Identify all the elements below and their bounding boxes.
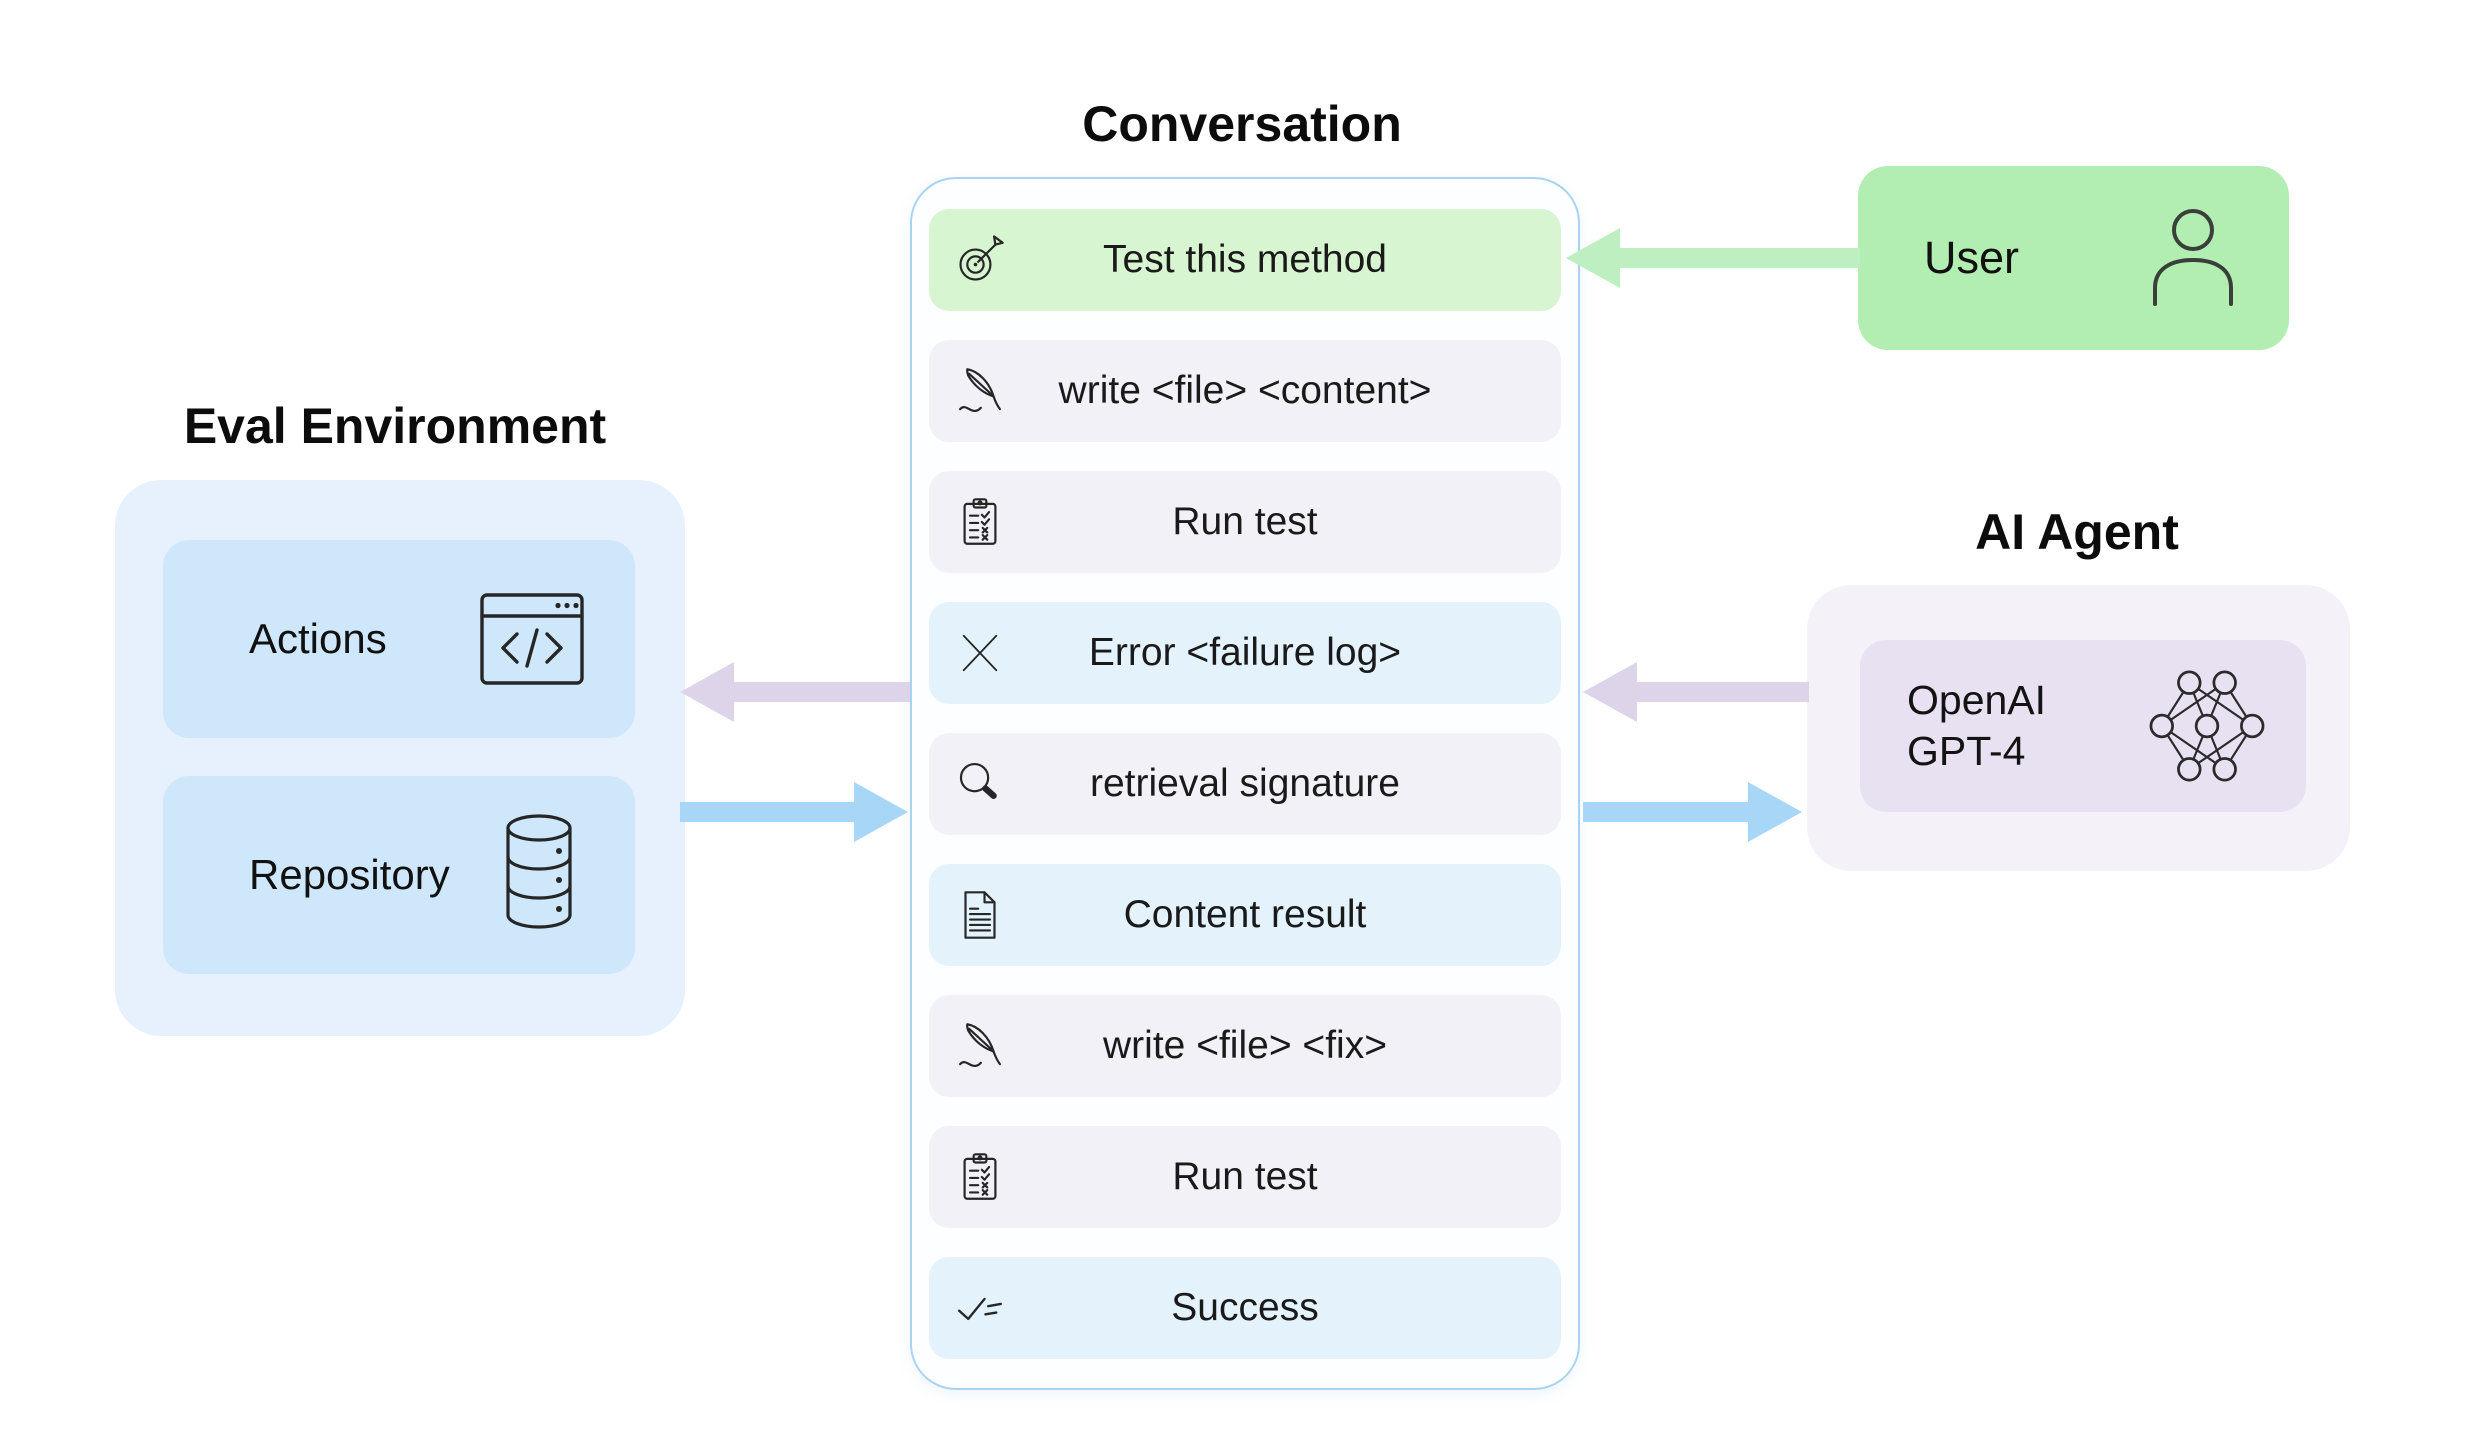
feather-icon xyxy=(958,368,1002,413)
conversation-row: retrieval signature xyxy=(929,733,1561,835)
conversation-message: write <file> <fix> xyxy=(1103,1024,1387,1067)
conversation-message: Run test xyxy=(1172,1155,1318,1198)
conversation-row: Success xyxy=(929,1257,1561,1359)
arrow-agent-to-conversation xyxy=(1583,662,1809,722)
model-name-line1: OpenAI xyxy=(1907,677,2047,723)
eval-environment-panel: Actions Repository xyxy=(115,480,685,1036)
check-lines-icon xyxy=(957,1297,1003,1321)
actions-label: Actions xyxy=(249,615,387,662)
magnifier-icon xyxy=(959,762,997,799)
conversation-row: Run test xyxy=(929,1126,1561,1228)
user-label: User xyxy=(1924,232,2020,283)
conversation-message: Test this method xyxy=(1103,238,1387,281)
document-icon xyxy=(964,891,996,939)
person-icon xyxy=(2153,209,2233,306)
conversation-message: Run test xyxy=(1172,500,1318,543)
conversation-panel: Test this method write <file> <content> xyxy=(910,177,1580,1390)
conversation-message: Success xyxy=(1171,1286,1319,1329)
conversation-row: write <file> <content> xyxy=(929,340,1561,442)
feather-icon xyxy=(958,1023,1002,1068)
arrow-user-to-conversation xyxy=(1566,228,1860,288)
conversation-row: Content result xyxy=(929,864,1561,966)
conversation-message: Error <failure log> xyxy=(1088,631,1402,674)
arrow-conversation-to-eval xyxy=(680,662,910,722)
arrow-conversation-to-agent xyxy=(1583,782,1802,842)
clipboard-checklist-icon xyxy=(963,1153,997,1200)
user-box: User xyxy=(1858,166,2289,350)
ai-agent-panel: OpenAI GPT-4 xyxy=(1807,585,2350,871)
repository-label: Repository xyxy=(249,851,450,898)
conversation-message: write <file> <content> xyxy=(1058,369,1432,412)
model-name-line2: GPT-4 xyxy=(1907,728,2026,774)
conversation-message: retrieval signature xyxy=(1090,762,1400,805)
conversation-title: Conversation xyxy=(1082,96,1402,152)
code-window-icon xyxy=(480,593,584,685)
database-icon xyxy=(506,814,572,929)
ai-agent-title: AI Agent xyxy=(1975,504,2179,560)
conversation-row: Error <failure log> xyxy=(929,602,1561,704)
clipboard-checklist-icon xyxy=(963,498,997,545)
eval-environment-title: Eval Environment xyxy=(183,398,607,454)
target-icon xyxy=(959,235,1004,281)
conversation-row: Run test xyxy=(929,471,1561,573)
conversation-row: Test this method xyxy=(929,209,1561,311)
neural-network-icon xyxy=(2149,670,2265,782)
openai-gpt4-box: OpenAI GPT-4 xyxy=(1860,640,2306,812)
arrow-eval-to-conversation xyxy=(680,782,908,842)
actions-box: Actions xyxy=(163,540,635,738)
repository-box: Repository xyxy=(163,776,635,974)
x-icon xyxy=(962,634,998,672)
model-name: OpenAI GPT-4 xyxy=(1907,675,2046,777)
conversation-message: Content result xyxy=(1123,893,1367,936)
conversation-row: write <file> <fix> xyxy=(929,995,1561,1097)
